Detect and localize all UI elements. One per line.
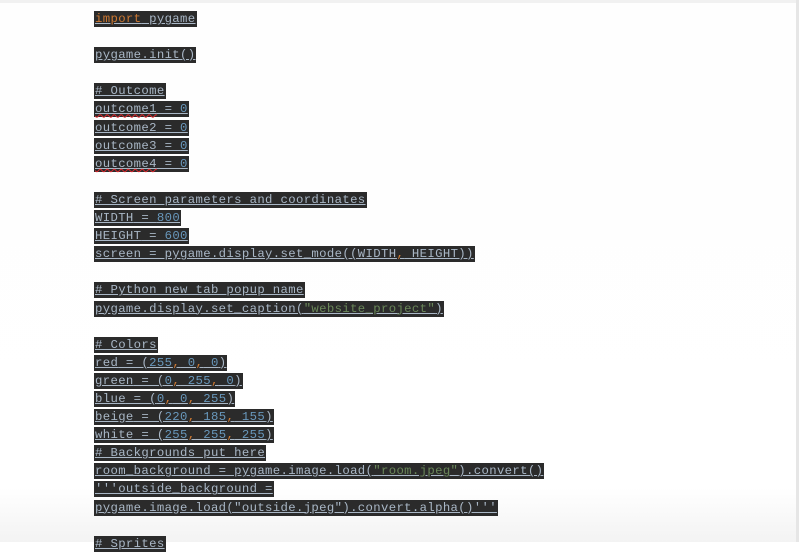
code-line-green[interactable]: green = (0, 255, 0) xyxy=(94,372,243,389)
code-line-outcome1[interactable]: outcome1 = 0 xyxy=(94,101,189,118)
code-line-blue[interactable]: blue = (0, 0, 255) xyxy=(94,390,236,407)
code-comment-colors[interactable]: # Colors xyxy=(94,336,158,353)
code-comment-outcome[interactable]: # Outcome xyxy=(94,83,166,100)
code-line-width[interactable]: WIDTH = 800 xyxy=(94,210,182,227)
code-line-room-background[interactable]: room_background = pygame.image.load("roo… xyxy=(94,463,545,480)
page-right-border xyxy=(796,0,799,542)
code-line-init[interactable]: pygame.init() xyxy=(94,47,197,64)
code-line-height[interactable]: HEIGHT = 600 xyxy=(94,228,189,245)
code-line-screen[interactable]: screen = pygame.display.set_mode((WIDTH,… xyxy=(94,246,475,263)
code-line-outside-background-2[interactable]: pygame.image.load("outside.jpeg").conver… xyxy=(94,499,498,516)
keyword-import: import xyxy=(95,12,142,26)
code-line-outcome4[interactable]: outcome4 = 0 xyxy=(94,155,189,172)
code-line-set-caption[interactable]: pygame.display.set_caption("website_proj… xyxy=(94,300,444,317)
code-line-outcome3[interactable]: outcome3 = 0 xyxy=(94,137,189,154)
code-line-outcome2[interactable]: outcome2 = 0 xyxy=(94,119,189,136)
code-comment-backgrounds[interactable]: # Backgrounds put here xyxy=(94,445,267,462)
code-comment-screen-params[interactable]: # Screen parameters and coordinates xyxy=(94,191,367,208)
code-comment-sprites[interactable]: # Sprites xyxy=(94,535,166,552)
code-line-red[interactable]: red = (255, 0, 0) xyxy=(94,354,228,371)
code-comment-caption[interactable]: # Python new tab popup name xyxy=(94,282,305,299)
code-line-import[interactable]: import pygame xyxy=(94,11,197,27)
top-edge-shadow xyxy=(0,0,797,3)
code-line-beige[interactable]: beige = (220, 185, 155) xyxy=(94,409,274,426)
code-line-white[interactable]: white = (255, 255, 255) xyxy=(94,427,274,444)
code-block[interactable]: import pygame pygame.init() # Outcome ou… xyxy=(94,10,545,553)
code-line-outside-background-1[interactable]: '''outside_background = xyxy=(94,481,274,498)
